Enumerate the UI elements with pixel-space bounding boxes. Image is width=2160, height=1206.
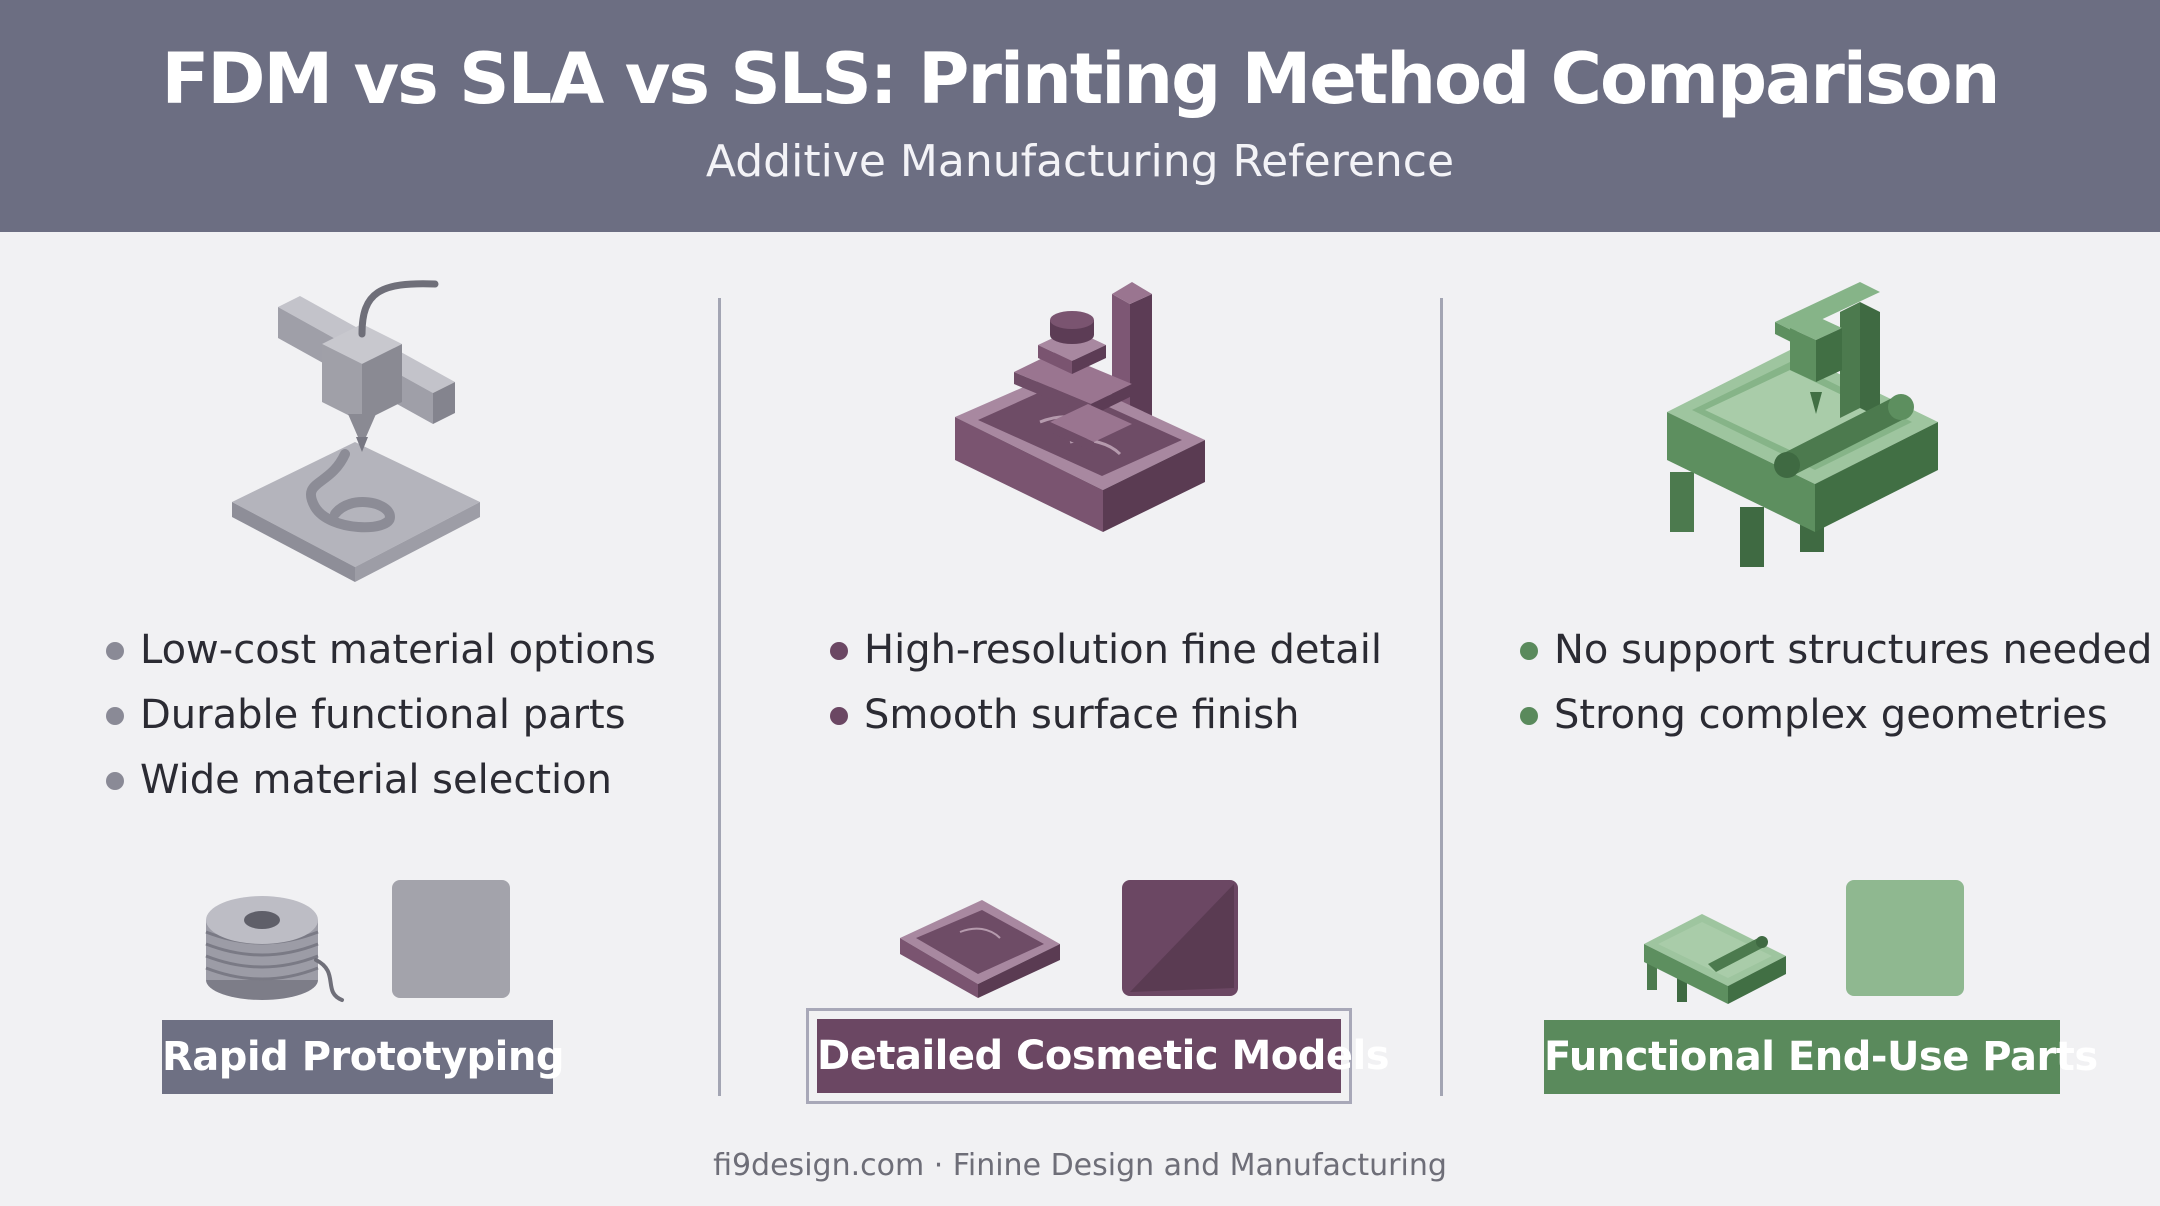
list-item: No support structures needed xyxy=(1520,618,2152,683)
bullet-dot xyxy=(830,707,848,725)
bullet-dot xyxy=(1520,642,1538,660)
resin-tray-icon xyxy=(900,900,1060,998)
list-item: Low-cost material options xyxy=(106,618,656,683)
column-sls: No support structures needed Strong comp… xyxy=(1440,232,2160,1112)
filament-spool-icon xyxy=(205,896,344,1002)
list-item: Durable functional parts xyxy=(106,683,656,748)
fdm-printer-icon xyxy=(232,280,480,582)
list-item: Wide material selection xyxy=(106,748,656,813)
column-divider-right xyxy=(1440,298,1443,1096)
bullet-dot xyxy=(1520,707,1538,725)
sla-material-samples xyxy=(900,880,1238,998)
list-item: Strong complex geometries xyxy=(1520,683,2152,748)
sls-texture-swatch xyxy=(1846,880,1964,996)
sls-application-tag: Functional End-Use Parts xyxy=(1544,1020,2098,1094)
column-sla: High-resolution fine detail Smooth surfa… xyxy=(720,232,1440,1112)
column-divider-left xyxy=(718,298,721,1096)
sla-application-tag-label: Detailed Cosmetic Models xyxy=(817,1019,1390,1093)
footer-credit: fi9design.com · Finine Design and Manufa… xyxy=(713,1148,1447,1183)
bullet-dot xyxy=(106,642,124,660)
fdm-application-tag: Rapid Prototyping xyxy=(162,1020,564,1094)
list-item: High-resolution fine detail xyxy=(830,618,1382,683)
fdm-texture-swatch xyxy=(392,880,510,998)
bullet-text: High-resolution fine detail xyxy=(864,627,1382,673)
bullet-dot xyxy=(830,642,848,660)
bullet-text: No support structures needed xyxy=(1554,627,2153,673)
header-banner: FDM vs SLA vs SLS: Printing Method Compa… xyxy=(0,0,2160,232)
list-item: Smooth surface finish xyxy=(830,683,1382,748)
bullet-text: Wide material selection xyxy=(140,757,612,803)
sls-part-icon xyxy=(1644,914,1786,1004)
bullet-text: Smooth surface finish xyxy=(864,692,1300,738)
sla-benefits-list: High-resolution fine detail Smooth surfa… xyxy=(830,618,1382,748)
fdm-benefits-list: Low-cost material options Durable functi… xyxy=(106,618,656,813)
fdm-material-samples xyxy=(205,880,510,1002)
sls-printer-icon xyxy=(1667,282,1938,567)
page-title: FDM vs SLA vs SLS: Printing Method Compa… xyxy=(161,38,2001,120)
bullet-text: Low-cost material options xyxy=(140,627,656,673)
bullet-dot xyxy=(106,707,124,725)
column-fdm: Low-cost material options Durable functi… xyxy=(0,232,720,1112)
bullet-dot xyxy=(106,772,124,790)
sla-finish-swatch xyxy=(1122,880,1238,996)
sla-application-tag: Detailed Cosmetic Models xyxy=(806,1008,1390,1104)
bullet-text: Strong complex geometries xyxy=(1554,692,2108,738)
bullet-text: Durable functional parts xyxy=(140,692,626,738)
page-subtitle: Additive Manufacturing Reference xyxy=(705,136,1455,187)
sls-material-samples xyxy=(1644,880,1964,1004)
sla-printer-icon xyxy=(955,282,1205,532)
sls-benefits-list: No support structures needed Strong comp… xyxy=(1520,618,2152,748)
